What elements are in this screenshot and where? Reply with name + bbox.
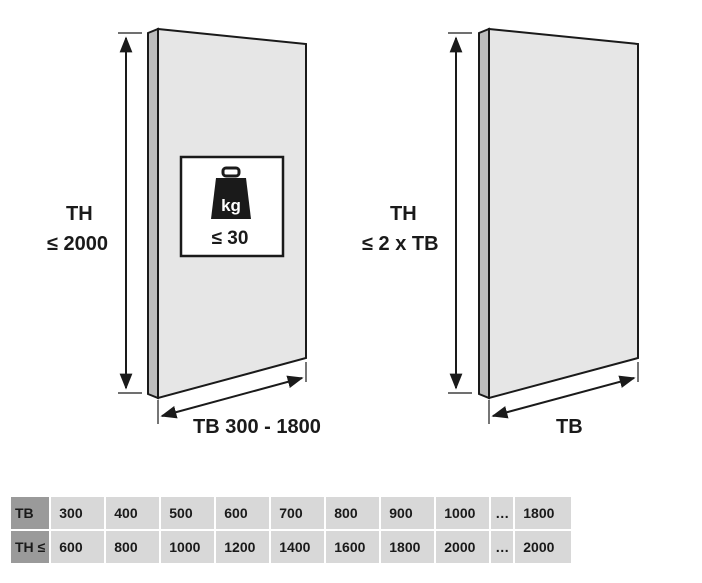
left-height-limit: ≤ 2000	[47, 233, 108, 255]
table-cell: 300	[51, 497, 105, 529]
table-cell: 400	[106, 497, 160, 529]
right-door-edge	[478, 27, 490, 400]
table-cell: 500	[161, 497, 215, 529]
right-height-label: TH	[390, 203, 417, 225]
right-door-panel	[478, 27, 639, 400]
table-cell: 700	[271, 497, 325, 529]
table-cell: 1600	[326, 531, 380, 563]
right-height-dimension	[448, 32, 472, 394]
right-width-arrow	[491, 375, 636, 419]
weight-limit-box: kg ≤ 30	[179, 155, 285, 258]
table-ellipsis: …	[491, 531, 514, 563]
row-header-tb: TB	[11, 497, 50, 529]
table-cell: 1000	[161, 531, 215, 563]
table-cell-max: 1800	[515, 497, 572, 529]
size-table: TB 300 400 500 600 700 800 900 1000 … 18…	[9, 495, 573, 565]
left-width-arrow	[160, 375, 304, 419]
table-cell: 1200	[216, 531, 270, 563]
door-dimension-diagram: TH ≤ 2000 TB 300 - 1800 kg ≤ 30 TH ≤ 2 x…	[47, 27, 639, 438]
table-cell: 600	[216, 497, 270, 529]
table-row-th: TH ≤ 600 800 1000 1200 1400 1600 1800 20…	[11, 531, 572, 563]
left-width-label: TB 300 - 1800	[193, 416, 321, 438]
table-cell: 600	[51, 531, 105, 563]
table-cell: 1400	[271, 531, 325, 563]
table-cell-max: 2000	[515, 531, 572, 563]
row-header-th: TH ≤	[11, 531, 50, 563]
weight-unit-label: kg	[221, 196, 241, 215]
table-cell: 900	[381, 497, 435, 529]
weight-limit-label: ≤ 30	[212, 228, 249, 249]
table-cell: 2000	[436, 531, 490, 563]
table-ellipsis: …	[491, 497, 514, 529]
right-door-face	[488, 27, 639, 400]
table-row-tb: TB 300 400 500 600 700 800 900 1000 … 18…	[11, 497, 572, 529]
left-height-dimension	[118, 32, 142, 394]
right-width-dimension	[488, 362, 639, 424]
table-cell: 1800	[381, 531, 435, 563]
table-cell: 800	[106, 531, 160, 563]
left-height-label: TH	[66, 203, 93, 225]
left-door-edge	[147, 27, 159, 400]
right-width-label: TB	[556, 416, 583, 438]
left-width-dimension	[157, 362, 307, 424]
weight-kg-icon: kg	[211, 166, 251, 219]
table-cell: 800	[326, 497, 380, 529]
table-cell: 1000	[436, 497, 490, 529]
right-height-limit: ≤ 2 x TB	[362, 233, 439, 255]
